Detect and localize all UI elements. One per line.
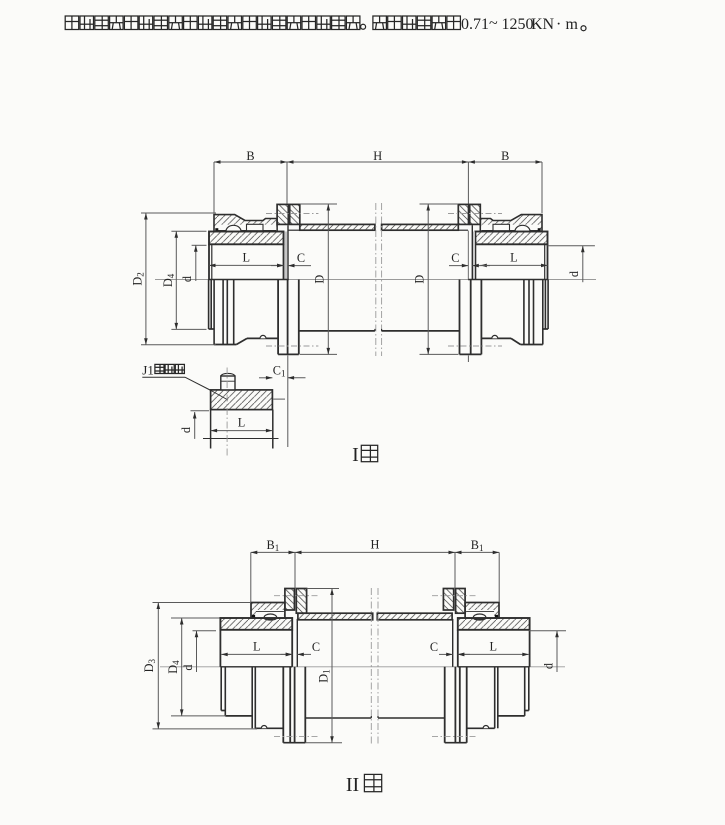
svg-text:D: D: [313, 275, 327, 284]
svg-text:KN: KN: [531, 16, 555, 33]
svg-text:C: C: [430, 640, 438, 654]
svg-text:m: m: [566, 16, 579, 33]
svg-text:d: d: [180, 276, 194, 282]
svg-text:1250: 1250: [502, 16, 534, 33]
svg-text:0.71: 0.71: [461, 16, 489, 33]
svg-text:L: L: [253, 640, 261, 654]
svg-text:d: d: [181, 664, 195, 670]
svg-text:H: H: [373, 149, 382, 163]
svg-text:I: I: [352, 444, 359, 466]
svg-text:D: D: [413, 275, 427, 284]
svg-text:C: C: [312, 640, 320, 654]
svg-text:J1: J1: [142, 363, 154, 378]
svg-text:II: II: [346, 774, 359, 796]
svg-text:B: B: [501, 149, 509, 163]
svg-text:d: d: [567, 271, 581, 277]
svg-text:~: ~: [489, 15, 498, 32]
svg-text:·: ·: [556, 16, 561, 33]
svg-text:C: C: [451, 251, 459, 265]
svg-text:d: d: [541, 663, 555, 669]
svg-text:1: 1: [281, 370, 286, 380]
svg-text:C: C: [297, 251, 305, 265]
svg-text:d: d: [179, 427, 193, 433]
svg-text:B: B: [246, 149, 254, 163]
svg-text:L: L: [510, 251, 518, 265]
svg-text:L: L: [490, 640, 498, 654]
svg-text:L: L: [242, 251, 250, 265]
svg-text:H: H: [371, 538, 380, 552]
svg-text:C: C: [273, 364, 281, 378]
svg-text:L: L: [238, 416, 246, 430]
